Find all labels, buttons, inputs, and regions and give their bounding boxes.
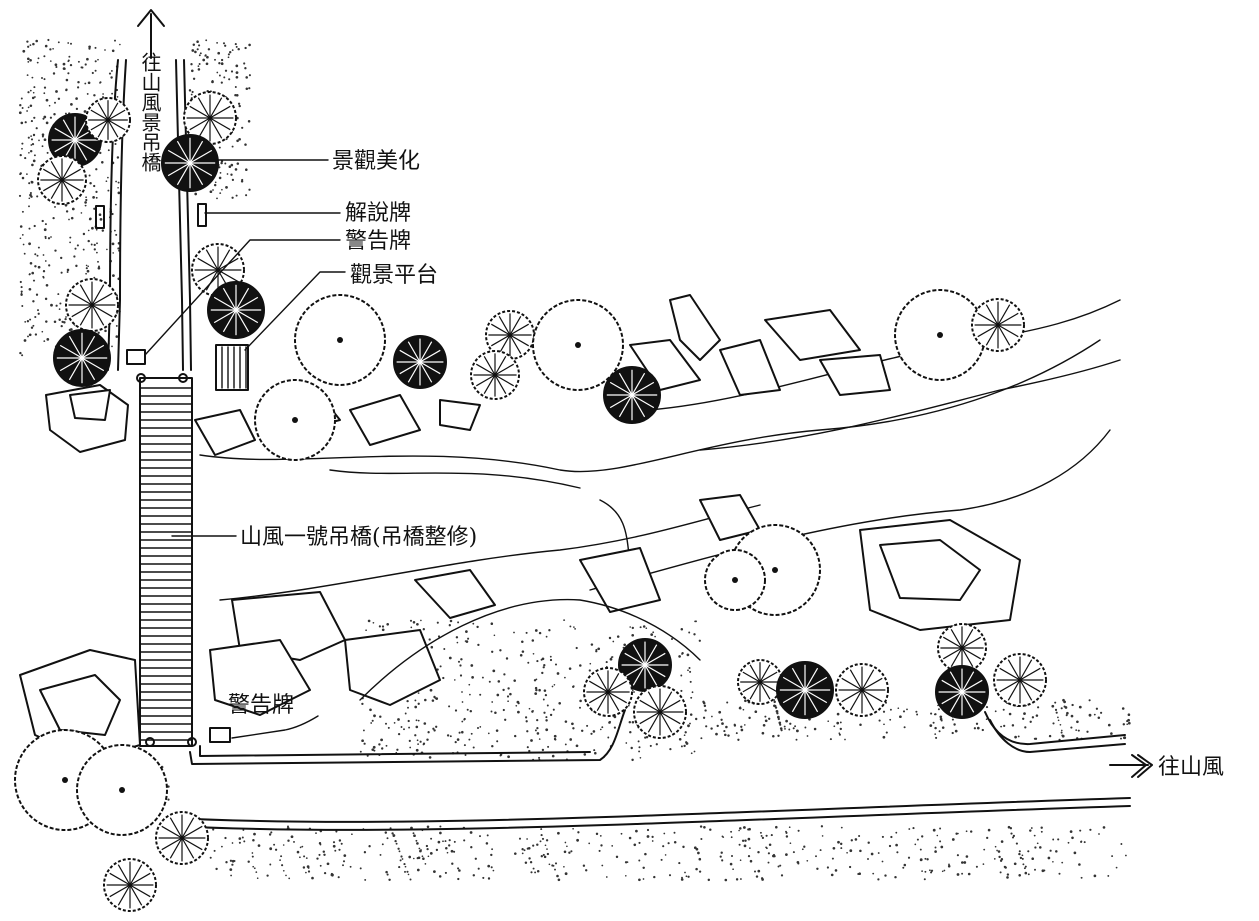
dark-tree: [776, 661, 834, 719]
callout-warning-sign-top: 警告牌: [345, 229, 411, 254]
canopy-tree: [835, 663, 889, 717]
sandy-mound: [359, 598, 701, 701]
dark-tree: [207, 281, 265, 339]
dark-tree: [161, 134, 219, 192]
canopy-tree: [937, 623, 987, 673]
canopy-tree: [971, 298, 1025, 352]
callout-viewing-platform: 觀景平台: [350, 263, 438, 288]
dark-tree: [935, 665, 989, 719]
dark-tree: [618, 638, 672, 692]
top-route-label: 往山風景吊橋: [138, 52, 162, 173]
trees: [14, 91, 1047, 912]
canopy-tree: [633, 685, 687, 739]
suspension-bridge: [136, 373, 197, 747]
callout-landscape: 景觀美化: [332, 149, 420, 174]
large-canopy-tree: [704, 549, 766, 611]
east-route-label: 往山風: [1158, 755, 1224, 780]
callout-bridge: 山風一號吊橋(吊橋整修): [240, 525, 477, 550]
interpretive-sign-right: [197, 203, 207, 227]
warning-sign-bottom: [209, 727, 231, 743]
rocks: [19, 294, 1021, 761]
dark-tree: [603, 366, 661, 424]
bridge-slats: [140, 387, 192, 741]
large-canopy-tree: [294, 294, 386, 386]
callout-interpretive-sign: 解說牌: [345, 201, 411, 226]
canopy-tree: [737, 659, 783, 705]
canopy-tree: [155, 811, 209, 865]
large-canopy-tree: [532, 299, 624, 391]
east-road: [169, 709, 1153, 831]
large-canopy-tree: [254, 379, 336, 461]
warning-sign-top: [126, 349, 146, 365]
callout-warning-sign-bottom: 警告牌: [228, 693, 294, 718]
canopy-tree: [37, 155, 87, 205]
canopy-tree: [583, 667, 633, 717]
canopy-tree: [85, 97, 131, 143]
canopy-tree: [65, 278, 119, 332]
callout-leaders: [144, 159, 346, 739]
large-canopy-tree: [76, 744, 168, 836]
dark-tree: [393, 335, 447, 389]
dark-tree: [53, 329, 111, 387]
interpretive-sign-left: [95, 205, 105, 229]
large-canopy-tree: [894, 289, 986, 381]
canopy-tree: [103, 858, 157, 912]
viewing-platform: [215, 344, 249, 391]
canopy-tree: [470, 350, 520, 400]
canopy-tree: [993, 653, 1047, 707]
